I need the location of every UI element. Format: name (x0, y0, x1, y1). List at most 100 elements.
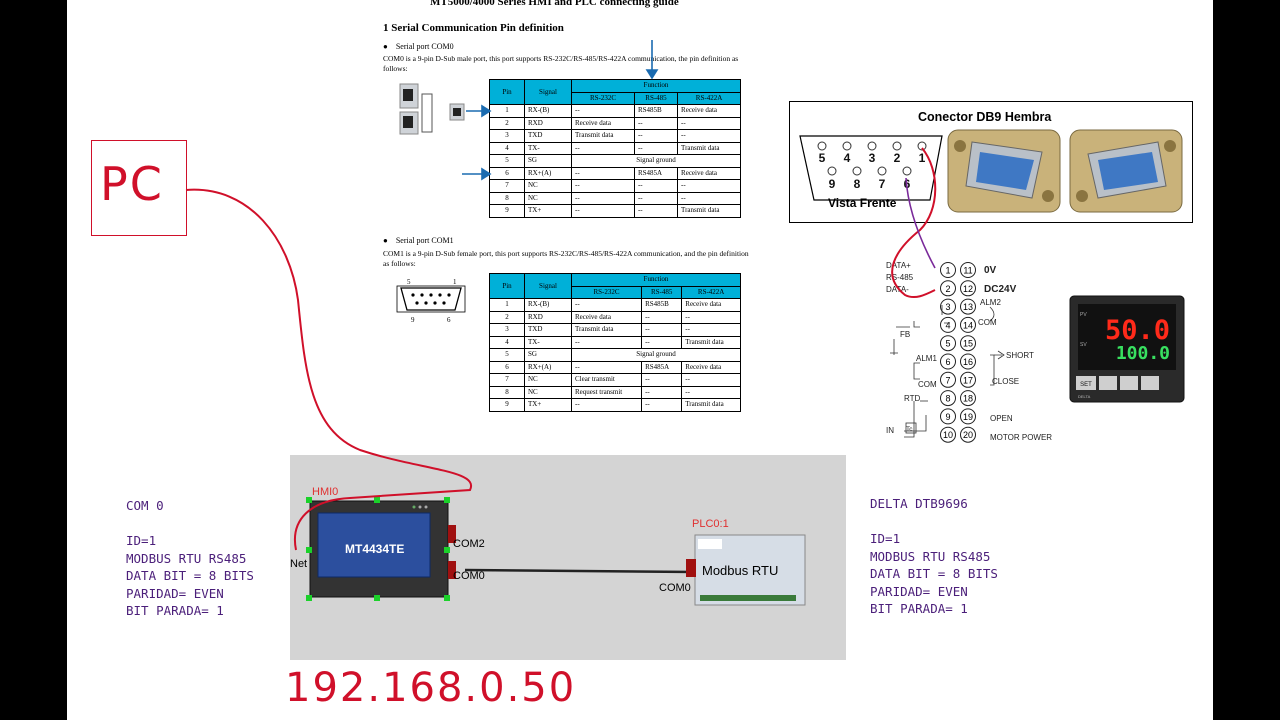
table-cell: 9 (489, 398, 525, 412)
com0-description: COM0 is a 9-pin D-Sub male port, this po… (383, 54, 739, 73)
table-cell: -- (641, 373, 683, 387)
blue-arrows-table1 (462, 40, 659, 181)
terminal-number: 7 (945, 375, 950, 385)
hmi-tag-label: HMI0 (312, 486, 338, 498)
plc-name-label: Modbus RTU (702, 563, 778, 578)
terminal-number: 10 (943, 430, 953, 440)
table-cell: 8 (489, 191, 525, 205)
com1-bullet: ● Serial port COM1 (383, 236, 454, 245)
table-cell: Transmit data (681, 398, 741, 412)
table-cell: 9 (489, 204, 525, 218)
label-open: OPEN (990, 414, 1013, 423)
table-cell: 8 (489, 385, 525, 399)
table-cell: Receive data (681, 298, 741, 312)
pc-box: PC (91, 140, 187, 236)
table-cell: 1 (489, 298, 525, 312)
terminal-circle (960, 316, 976, 333)
note-line: PARIDAD= EVEN (126, 585, 224, 601)
document-title: MT5000/4000 Series HMI and PLC connectin… (430, 0, 679, 8)
com1-description: COM1 is a 9-pin D-Sub female port, this … (383, 249, 749, 268)
terminal-circle (960, 262, 976, 278)
terminal-circle (960, 353, 976, 370)
terminal-number: 2 (945, 284, 950, 294)
table-cell: -- (641, 335, 683, 349)
terminal-circle (940, 353, 956, 370)
db9-bottom-pin-4: 6 (904, 177, 911, 191)
com0-pin-table: Pin Signal Function RS-232C RS-485 RS-42… (489, 79, 741, 218)
table-cell: -- (681, 323, 741, 337)
terminal-circle (940, 426, 956, 443)
db9-top-pin-5: 1 (919, 151, 926, 165)
db9-top-pin-2: 4 (844, 151, 851, 165)
table-cell: Clear transmit (570, 373, 643, 387)
table-cell: -- (570, 335, 643, 349)
table-cell: -- (641, 398, 683, 412)
plc-com0-label: COM0 (659, 582, 691, 594)
db9-top-pin-1: 5 (819, 151, 826, 165)
table-cell: Receive data (681, 360, 741, 374)
terminal-circle (940, 335, 956, 352)
table-cell: RXD (524, 310, 572, 324)
net-label: Net (290, 558, 307, 570)
table-cell: 4 (489, 335, 525, 349)
note-line: MODBUS RTU RS485 (870, 548, 991, 564)
terminal-circle (960, 335, 976, 352)
note-line: DELTA DTB9696 (870, 496, 968, 511)
terminal-number: 4 (945, 320, 950, 330)
table-cell: -- (641, 323, 683, 337)
header-function: Function (571, 79, 741, 93)
table-cell: -- (677, 116, 741, 130)
label-dc24v: DC24V (984, 284, 1017, 295)
table-cell: -- (681, 373, 741, 387)
label-in: IN (886, 426, 894, 435)
label-close: CLOSE (992, 377, 1019, 386)
table-cell: -- (571, 191, 635, 205)
table-cell: -- (681, 385, 741, 399)
terminal-number: 6 (945, 357, 950, 367)
table-cell: -- (570, 298, 643, 312)
terminal-circle (960, 426, 976, 443)
terminal-number: 19 (963, 412, 973, 422)
label-com-a: COM (978, 318, 997, 327)
com2-label: COM2 (453, 538, 485, 550)
header-rs232: RS-232C (570, 285, 643, 299)
label-motor-power: MOTOR POWER (990, 433, 1052, 442)
note-line: DATA BIT = 8 BITS (870, 566, 998, 581)
table-cell: -- (677, 129, 741, 143)
table-cell: TX+ (524, 398, 572, 412)
table-cell: Receive data (677, 166, 741, 180)
pc-label: PC (100, 157, 164, 211)
table-cell: 7 (489, 373, 525, 387)
sv-label: SV (1080, 342, 1087, 348)
table-cell: -- (677, 179, 741, 193)
terminal-circle (960, 390, 976, 407)
terminal-number: 15 (963, 339, 973, 349)
label-rs485: RS-485 (886, 273, 914, 282)
terminal-number: 18 (963, 394, 973, 404)
table-cell: 2 (489, 310, 525, 324)
terminal-number: 20 (963, 430, 973, 440)
label-com-b: COM (918, 380, 937, 389)
table-cell: -- (633, 191, 679, 205)
table-cell: Receive data (570, 310, 643, 324)
label-data-minus: DATA- (886, 285, 909, 294)
terminal-number: 11 (963, 266, 972, 276)
com1-pin-table: Pin Signal Function RS-232C RS-485 RS-42… (489, 273, 741, 412)
table-cell: -- (571, 204, 635, 218)
header-function: Function (571, 273, 741, 287)
terminal-circle (940, 408, 956, 425)
pv-value: 50.0 (1105, 315, 1170, 346)
